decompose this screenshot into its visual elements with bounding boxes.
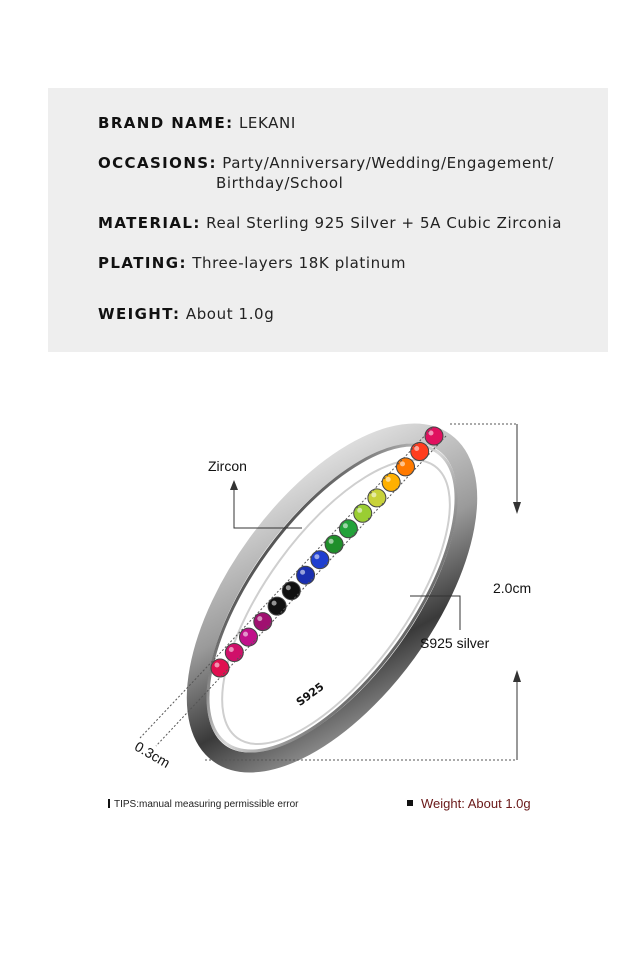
- measuring-tip-text: TIPS:manual measuring permissible error: [114, 799, 299, 810]
- measuring-tip: TIPS:manual measuring permissible error: [108, 799, 299, 810]
- engraving-text: S925: [294, 680, 327, 709]
- spec-material-label: MATERIAL:: [98, 214, 201, 232]
- gemstone: [267, 596, 287, 616]
- spec-plating-label: PLATING:: [98, 254, 187, 272]
- spec-brand-label: BRAND NAME:: [98, 114, 234, 132]
- gemstone-highlight: [228, 647, 234, 652]
- tip-bar-icon: [108, 799, 110, 808]
- gemstone-highlight: [357, 507, 363, 513]
- spec-material-value: Real Sterling 925 Silver + 5A Cubic Zirc…: [206, 214, 563, 232]
- spec-weight-label: WEIGHT:: [98, 305, 181, 323]
- weight-note: Weight: About 1.0g: [407, 796, 531, 811]
- gemstone: [239, 627, 258, 647]
- ring-band: [186, 423, 478, 773]
- silver-label: S925 silver: [420, 635, 490, 651]
- height-up-arrow-icon: [513, 670, 521, 682]
- spec-occasions-value-line1: Party/Anniversary/Wedding/Engagement/: [222, 154, 555, 172]
- gemstone: [253, 612, 273, 632]
- gemstone-highlight: [243, 631, 248, 637]
- gemstone: [381, 472, 401, 492]
- spec-material: MATERIAL: Real Sterling 925 Silver + 5A …: [98, 214, 562, 232]
- gemstone: [353, 503, 373, 523]
- gemstone-highlight: [285, 585, 291, 591]
- gemstone: [281, 581, 301, 601]
- gemstone-highlight: [385, 476, 391, 482]
- gemstone: [210, 658, 230, 678]
- spec-plating: PLATING: Three-layers 18K platinum: [98, 254, 406, 272]
- spec-occasions-value-line2: Birthday/School: [216, 174, 344, 192]
- spec-plating-value: Three-layers 18K platinum: [192, 254, 407, 272]
- gemstone-highlight: [300, 569, 306, 575]
- zircon-label: Zircon: [208, 458, 247, 474]
- zircon-leader-line: [233, 484, 302, 529]
- spec-brand-value: LEKANI: [238, 114, 296, 132]
- gemstone-highlight: [271, 600, 277, 606]
- height-down-arrow-icon: [513, 502, 521, 514]
- silver-leader-line: [410, 595, 461, 630]
- thickness-line-a: [139, 427, 433, 739]
- spec-occasions: OCCASIONS: Party/Anniversary/Wedding/Eng…: [98, 154, 554, 172]
- gemstone: [396, 457, 415, 477]
- gemstone-highlight: [342, 523, 348, 529]
- spec-occasions-label: OCCASIONS:: [98, 154, 217, 172]
- gemstone-highlight: [428, 430, 434, 436]
- spec-weight-value: About 1.0g: [185, 305, 275, 323]
- gemstone-highlight: [400, 461, 405, 467]
- gemstone-highlight: [214, 662, 220, 668]
- weight-note-text: Weight: About 1.0g: [421, 796, 531, 811]
- gemstone-highlight: [257, 616, 263, 622]
- gemstone-highlight: [328, 538, 334, 544]
- spec-brand: BRAND NAME: LEKANI: [98, 114, 296, 132]
- spec-panel: BRAND NAME: LEKANI OCCASIONS: Party/Anni…: [48, 88, 608, 352]
- spec-weight: WEIGHT: About 1.0g: [98, 305, 274, 323]
- gemstone: [338, 519, 358, 539]
- height-label: 2.0cm: [493, 580, 532, 596]
- gemstone-highlight: [314, 554, 320, 560]
- gemstone: [324, 534, 344, 554]
- thickness-line-b: [155, 435, 447, 747]
- gemstone: [224, 643, 244, 662]
- zircon-arrow-icon: [230, 480, 238, 490]
- gemstone: [367, 488, 387, 508]
- gemstone-highlight: [371, 492, 377, 498]
- bullet-square-icon: [407, 800, 413, 806]
- gemstone-highlight: [414, 446, 420, 451]
